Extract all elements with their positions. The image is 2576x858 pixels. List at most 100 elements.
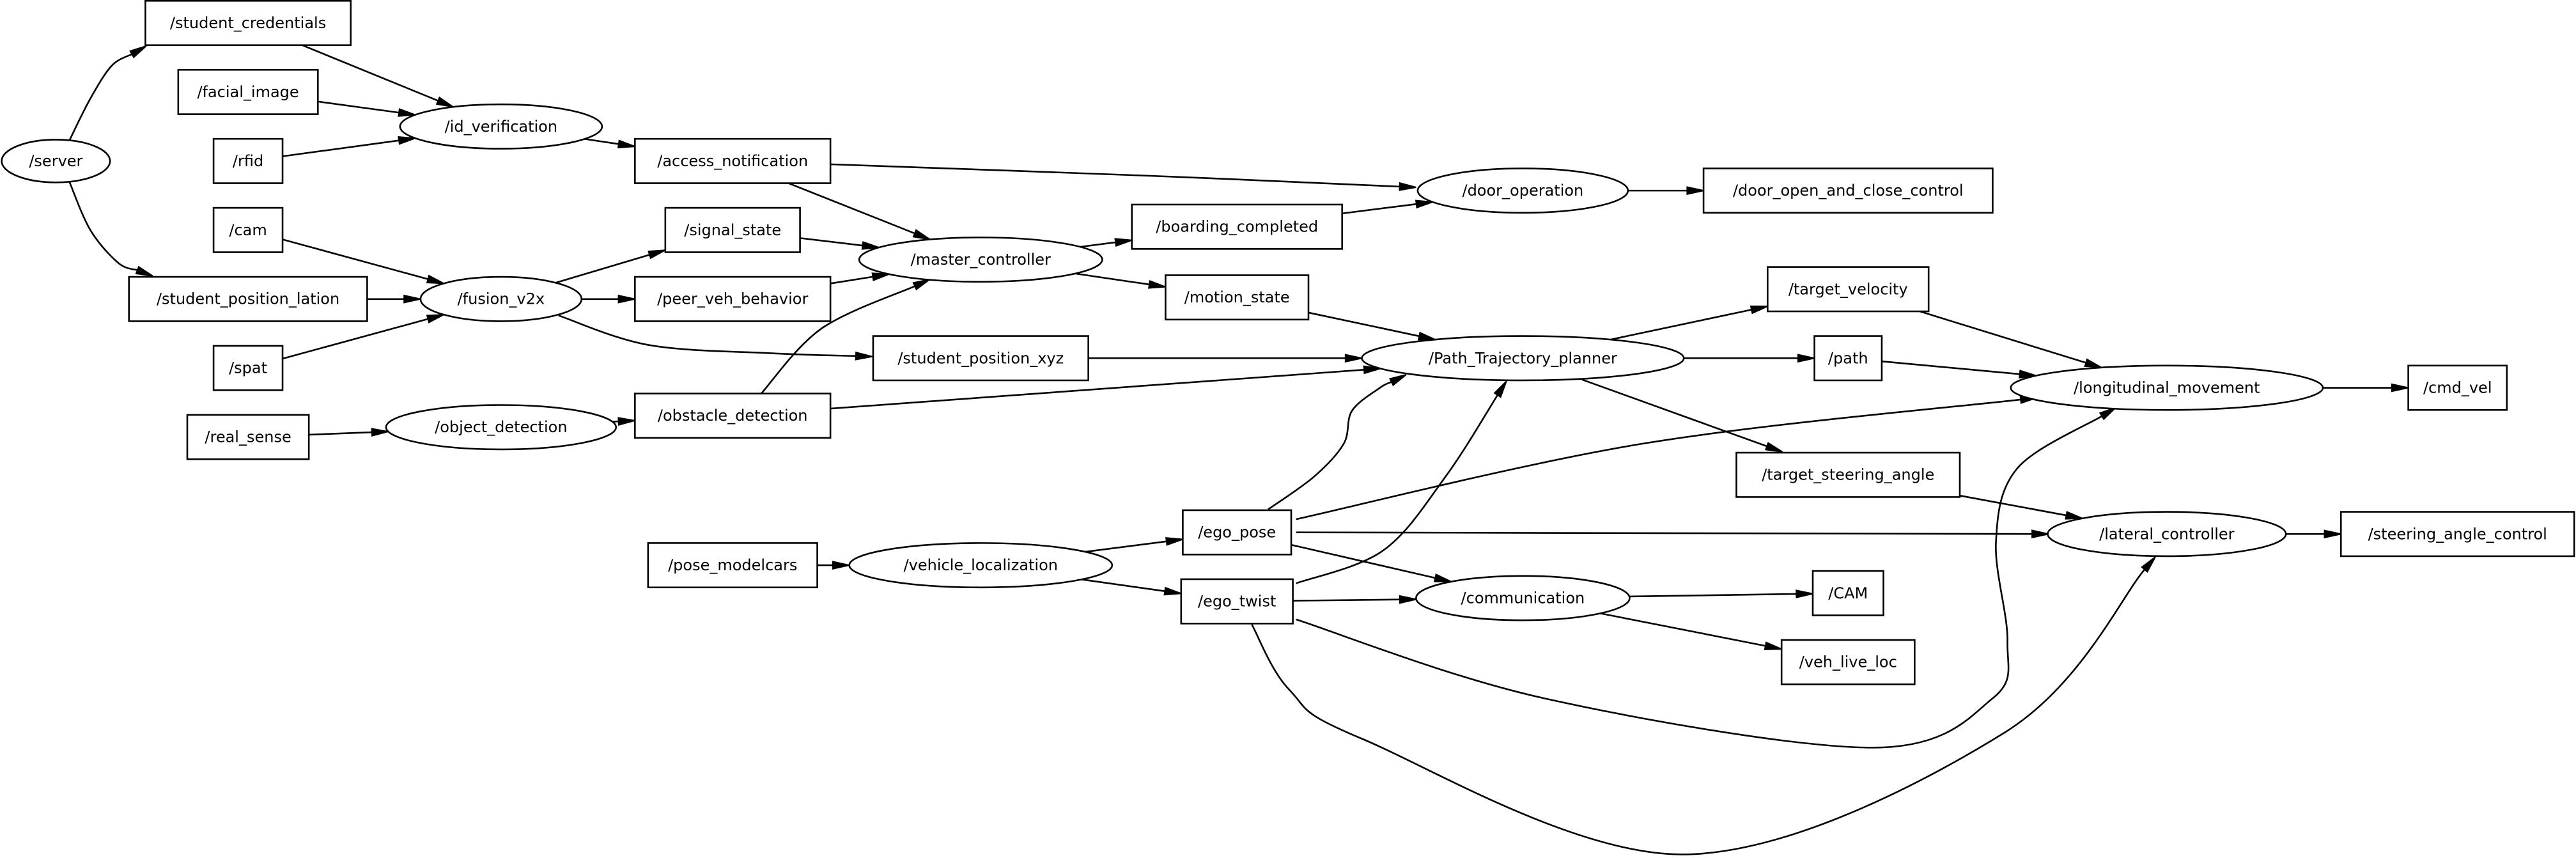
node-ellipse bbox=[1361, 335, 1685, 382]
node-cmd-vel[interactable]: /cmd_vel bbox=[2407, 364, 2508, 411]
node-door-open-and-close-control[interactable]: /door_open_and_close_control bbox=[1702, 168, 1994, 214]
node-real-sense[interactable]: /real_sense bbox=[186, 414, 310, 460]
node-cam-msg[interactable]: /CAM bbox=[1812, 570, 1884, 616]
node-label: /cmd_vel bbox=[2423, 379, 2492, 397]
edge-line bbox=[1881, 360, 2020, 375]
edge-line bbox=[318, 100, 400, 114]
node-student-credentials[interactable]: /student_credentials bbox=[144, 0, 352, 46]
node-longitudinal-movement[interactable]: /longitudinal_movement bbox=[2010, 364, 2324, 411]
arrowhead-icon bbox=[1796, 589, 1813, 598]
edge-line bbox=[1308, 311, 1420, 338]
node-target-steering-angle[interactable]: /target_steering_angle bbox=[1735, 451, 1961, 498]
node-steering-angle-control[interactable]: /steering_angle_control bbox=[2339, 511, 2575, 558]
edge-line bbox=[831, 163, 1400, 188]
node-object-detection[interactable]: /object_detection bbox=[385, 404, 617, 451]
node-label: /target_velocity bbox=[1788, 280, 1908, 298]
edge-cam-to-fusion-v2x bbox=[282, 238, 444, 285]
arrowhead-icon bbox=[2099, 407, 2116, 421]
node-label: /ego_pose bbox=[1198, 524, 1276, 542]
node-label: /master_controller bbox=[911, 251, 1051, 269]
node-label: /rfid bbox=[233, 152, 263, 170]
node-label: /cam bbox=[229, 221, 267, 239]
edge-line bbox=[68, 180, 138, 271]
node-student-position-lation[interactable]: /student_position_lation bbox=[128, 276, 368, 322]
node-label: /target_steering_angle bbox=[1762, 466, 1934, 484]
edge-path-trajectory-planner-to-target-steering-angle bbox=[1581, 378, 1783, 453]
node-boarding-completed[interactable]: /boarding_completed bbox=[1131, 203, 1343, 250]
node-access-notification[interactable]: /access_notification bbox=[634, 137, 832, 184]
edge-line bbox=[788, 182, 915, 235]
edge-target-steering-angle-to-lateral-controller bbox=[1959, 494, 2083, 520]
arrowhead-icon bbox=[1493, 380, 1507, 398]
edge-line bbox=[1296, 415, 2102, 749]
node-label: /steering_angle_control bbox=[2368, 525, 2547, 543]
node-box bbox=[2339, 511, 2575, 558]
arrowhead-icon bbox=[135, 265, 153, 277]
node-communication[interactable]: /communication bbox=[1415, 575, 1631, 621]
node-peer-veh-behavior[interactable]: /peer_veh_behavior bbox=[634, 276, 832, 322]
edge-rfid-to-id-verification bbox=[282, 136, 415, 157]
node-label: /lateral_controller bbox=[2099, 525, 2235, 543]
node-label: /student_credentials bbox=[170, 14, 326, 32]
node-facial-image[interactable]: /facial_image bbox=[177, 68, 319, 115]
edge-line bbox=[1268, 381, 1392, 510]
node-label: /spat bbox=[229, 359, 267, 377]
node-fusion-v2x[interactable]: /fusion_v2x bbox=[419, 276, 583, 322]
arrowhead-icon bbox=[617, 294, 635, 304]
node-door-operation[interactable]: /door_operation bbox=[1416, 168, 1629, 214]
edge-signal-state-to-master-controller bbox=[800, 237, 880, 250]
arrowhead-icon bbox=[1363, 365, 1381, 375]
edge-line bbox=[1081, 579, 1165, 592]
node-pose-modelcars[interactable]: /pose_modelcars bbox=[647, 542, 818, 589]
node-student-position-xyz[interactable]: /student_position_xyz bbox=[872, 335, 1089, 382]
node-label: /obstacle_detection bbox=[658, 407, 808, 425]
node-path[interactable]: /path bbox=[1813, 335, 1883, 382]
arrowhead-icon bbox=[1165, 537, 1183, 546]
node-box bbox=[872, 335, 1089, 382]
node-cam[interactable]: /cam bbox=[212, 207, 284, 253]
node-ego-pose[interactable]: /ego_pose bbox=[1182, 509, 1292, 556]
node-box bbox=[128, 276, 368, 322]
arrowhead-icon bbox=[1686, 186, 1704, 196]
node-target-velocity[interactable]: /target_velocity bbox=[1767, 266, 1930, 313]
edge-master-controller-to-boarding-completed bbox=[1080, 238, 1133, 248]
edge-line bbox=[1296, 531, 2033, 535]
edge-fusion-v2x-to-student-position-xyz bbox=[558, 315, 873, 361]
node-spat[interactable]: /spat bbox=[212, 345, 284, 391]
node-veh-live-loc[interactable]: /veh_live_loc bbox=[1780, 639, 1916, 685]
edge-line bbox=[1251, 568, 2146, 855]
node-ego-twist[interactable]: /ego_twist bbox=[1180, 578, 1294, 625]
edge-line bbox=[1075, 272, 1150, 286]
arrowhead-icon bbox=[398, 108, 415, 117]
edge-fusion-v2x-to-peer-veh-behavior bbox=[581, 294, 635, 304]
node-id-verification[interactable]: /id_verification bbox=[399, 103, 603, 150]
edge-ego-twist-to-longitudinal-movement bbox=[1296, 407, 2116, 749]
edge-door-operation-to-door-open-and-close-control bbox=[1627, 186, 1704, 196]
node-motion-state[interactable]: /motion_state bbox=[1165, 274, 1310, 321]
edge-line bbox=[282, 139, 400, 157]
edge-line bbox=[1292, 598, 1400, 602]
edge-ego-pose-to-path-trajectory-planner bbox=[1268, 373, 1407, 510]
node-signal-state[interactable]: /signal_state bbox=[664, 207, 801, 253]
node-lateral-controller[interactable]: /lateral_controller bbox=[2047, 511, 2287, 558]
node-box bbox=[1780, 639, 1916, 685]
node-box bbox=[634, 137, 832, 184]
node-ellipse bbox=[2010, 364, 2324, 411]
arrowhead-icon bbox=[2084, 358, 2102, 368]
edge-line bbox=[1296, 394, 1498, 584]
node-path-trajectory-planner[interactable]: /Path_Trajectory_planner bbox=[1361, 335, 1685, 382]
arrowhead-icon bbox=[855, 351, 873, 361]
node-vehicle-localization[interactable]: /vehicle_localization bbox=[848, 542, 1113, 589]
node-master-controller[interactable]: /master_controller bbox=[858, 237, 1103, 283]
arrowhead-icon bbox=[1415, 199, 1433, 209]
node-obstacle-detection[interactable]: /obstacle_detection bbox=[634, 393, 832, 439]
node-rfid[interactable]: /rfid bbox=[212, 137, 284, 184]
arrowhead-icon bbox=[832, 561, 850, 570]
node-label: /server bbox=[29, 152, 82, 170]
node-label: /boarding_completed bbox=[1156, 218, 1318, 236]
arrowhead-icon bbox=[2141, 556, 2156, 573]
node-server[interactable]: /server bbox=[1, 139, 111, 183]
edge-line bbox=[1080, 241, 1116, 248]
node-box bbox=[2407, 364, 2508, 411]
